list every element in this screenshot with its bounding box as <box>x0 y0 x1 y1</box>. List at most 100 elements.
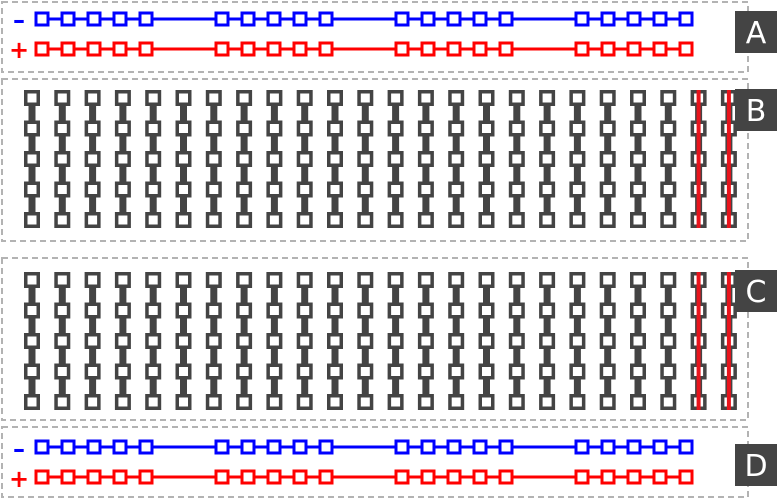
block-b-hole <box>391 215 401 225</box>
block-b-hole <box>542 124 552 133</box>
block-c-hole <box>572 306 582 315</box>
block-c-hole <box>451 306 461 315</box>
block-b-hole <box>572 124 582 133</box>
block-c-hole <box>512 336 522 346</box>
block-c-hole <box>148 336 158 346</box>
block-c-hole <box>209 336 219 346</box>
rail-d-positive-hole <box>420 469 436 485</box>
block-b-hole <box>88 215 98 225</box>
block-c-hole <box>482 397 491 407</box>
block-b-hole <box>572 93 582 103</box>
rail-d-negative-hole <box>472 439 488 455</box>
block-c-hole <box>360 367 370 376</box>
block-c-hole <box>542 336 552 346</box>
rail-a-positive-hole <box>394 41 410 57</box>
block-b-hole <box>451 154 461 164</box>
rail-d-positive-hole <box>498 469 514 485</box>
block-c-hole <box>542 397 552 407</box>
block-b-hole <box>421 215 431 225</box>
block-c-hole <box>118 367 128 376</box>
block-b-hole <box>57 154 67 164</box>
block-b-hole <box>269 154 279 164</box>
block-b-hole <box>391 185 401 194</box>
block-c-hole <box>512 367 522 376</box>
rail-a-negative-hole <box>652 11 668 27</box>
rail-d-negative-sign: – <box>13 435 25 463</box>
block-c-hole <box>300 306 310 315</box>
block-c-hole <box>633 367 643 376</box>
block-b-hole <box>391 124 401 133</box>
block-c-hole <box>512 275 522 285</box>
rail-d-negative-hole <box>626 439 642 455</box>
rail-d-positive-hole <box>318 469 334 485</box>
block-c-hole <box>27 306 37 315</box>
rail-a-positive-hole <box>266 41 282 57</box>
block-c-hole <box>391 306 401 315</box>
rail-a-positive-sign: + <box>9 36 29 64</box>
block-c-hole <box>360 306 370 315</box>
block-b-hole <box>482 215 491 225</box>
rail-d-positive-hole <box>600 469 616 485</box>
block-c-hole <box>269 306 279 315</box>
block-b-hole <box>179 185 188 194</box>
section-c-label: C <box>746 275 767 310</box>
block-b-hole <box>269 124 279 133</box>
block-c-hole <box>451 275 461 285</box>
rail-a-negative-sign: – <box>13 6 25 34</box>
block-c-hole <box>148 306 158 315</box>
block-c-hole <box>300 397 310 407</box>
rail-a-positive-hole <box>292 41 308 57</box>
block-c-hole <box>330 306 340 315</box>
block-c-hole <box>179 367 188 376</box>
block-c-hole <box>330 275 340 285</box>
block-c-hole <box>179 397 188 407</box>
rail-d-negative-hole <box>292 439 308 455</box>
block-b-hole <box>360 154 370 164</box>
block-b-hole <box>421 93 431 103</box>
block-b-hole <box>542 215 552 225</box>
block-b-hole <box>118 215 128 225</box>
section-c-label-box <box>735 270 777 312</box>
rail-a-negative-hole <box>420 11 436 27</box>
block-c-hole <box>239 397 249 407</box>
block-b-hole <box>239 154 249 164</box>
block-b-hole <box>57 185 67 194</box>
block-b-hole <box>148 124 158 133</box>
block-c-hole <box>663 275 673 285</box>
block-c-hole <box>391 275 401 285</box>
block-b-hole <box>663 185 673 194</box>
rail-d-negative-hole <box>394 439 410 455</box>
block-b-hole <box>239 185 249 194</box>
rail-a-negative-hole <box>394 11 410 27</box>
block-b-hole <box>663 93 673 103</box>
block-b-hole <box>572 154 582 164</box>
block-c-hole <box>391 336 401 346</box>
block-b-hole <box>27 215 37 225</box>
block-c-hole <box>572 367 582 376</box>
rail-a-positive-hole <box>86 41 102 57</box>
block-b-hole <box>118 185 128 194</box>
section-d-label-box <box>735 444 777 486</box>
rail-d-negative-hole <box>652 439 668 455</box>
block-b-hole <box>542 185 552 194</box>
block-b-hole <box>512 124 522 133</box>
rail-d-positive-sign: + <box>9 465 29 493</box>
block-b-hole <box>482 185 491 194</box>
rail-a-negative-hole <box>292 11 308 27</box>
block-c-hole <box>269 367 279 376</box>
rail-a-negative-hole <box>498 11 514 27</box>
block-c-hole <box>209 275 219 285</box>
block-b-hole <box>330 154 340 164</box>
block-b-hole <box>603 215 613 225</box>
block-c-hole <box>603 367 613 376</box>
rail-d-positive-hole <box>678 469 694 485</box>
section-a-label: A <box>746 16 767 51</box>
block-c-hole <box>451 336 461 346</box>
rail-d-positive-hole <box>266 469 282 485</box>
block-c-hole <box>482 336 491 346</box>
block-b-hole <box>603 185 613 194</box>
block-b-hole <box>572 215 582 225</box>
block-b-hole <box>118 154 128 164</box>
block-b-hole <box>239 124 249 133</box>
block-c-hole <box>391 367 401 376</box>
